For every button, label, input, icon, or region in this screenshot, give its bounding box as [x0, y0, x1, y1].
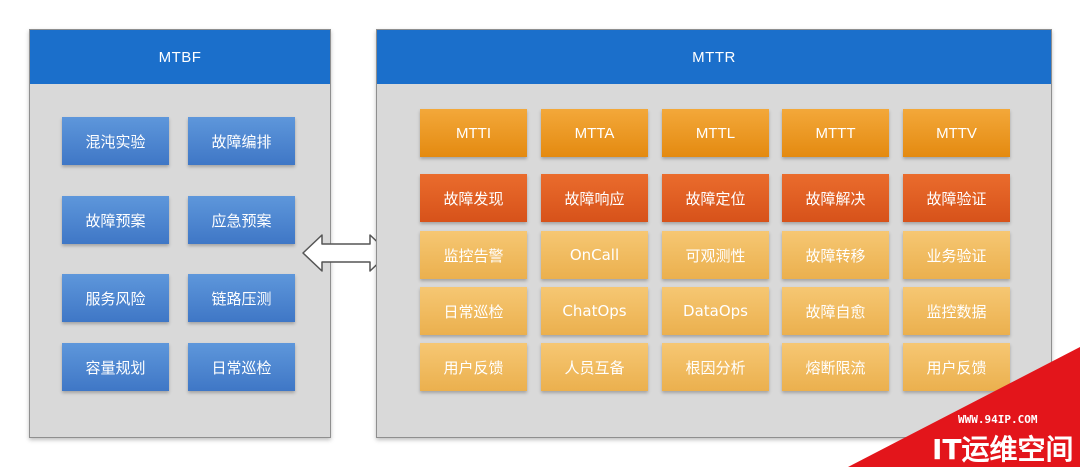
mttr-item: 可观测性 [662, 231, 769, 279]
mttr-item: 日常巡检 [420, 287, 527, 335]
mttr-title: MTTR [377, 30, 1051, 84]
mttr-phase: 故障定位 [662, 174, 769, 222]
mtbf-title: MTBF [30, 30, 330, 84]
mtbf-item: 应急预案 [188, 196, 295, 244]
mttr-item: ChatOps [541, 287, 648, 335]
mttr-item: DataOps [662, 287, 769, 335]
mttr-item: 根因分析 [662, 343, 769, 391]
mtbf-item: 链路压测 [188, 274, 295, 322]
watermark-triangle [848, 347, 1080, 467]
mttr-item: 监控告警 [420, 231, 527, 279]
mttr-item: OnCall [541, 231, 648, 279]
mttr-item: 监控数据 [903, 287, 1010, 335]
mtbf-item: 容量规划 [62, 343, 169, 391]
mtbf-item: 混沌实验 [62, 117, 169, 165]
mtbf-item: 日常巡检 [188, 343, 295, 391]
mtbf-item: 故障预案 [62, 196, 169, 244]
mttr-header: MTTT [782, 109, 889, 157]
mttr-item: 故障转移 [782, 231, 889, 279]
watermark-url: WWW.94IP.COM [958, 413, 1038, 426]
mttr-phase: 故障发现 [420, 174, 527, 222]
mttr-phase: 故障解决 [782, 174, 889, 222]
mttr-header: MTTA [541, 109, 648, 157]
mttr-phase: 故障响应 [541, 174, 648, 222]
mttr-header: MTTI [420, 109, 527, 157]
mtbf-item: 服务风险 [62, 274, 169, 322]
mttr-item: 人员互备 [541, 343, 648, 391]
mttr-item: 业务验证 [903, 231, 1010, 279]
mttr-header: MTTV [903, 109, 1010, 157]
mttr-header: MTTL [662, 109, 769, 157]
mttr-item: 用户反馈 [420, 343, 527, 391]
mtbf-item: 故障编排 [188, 117, 295, 165]
mttr-phase: 故障验证 [903, 174, 1010, 222]
watermark-text: IT运维空间 [932, 433, 1074, 466]
mttr-item: 故障自愈 [782, 287, 889, 335]
